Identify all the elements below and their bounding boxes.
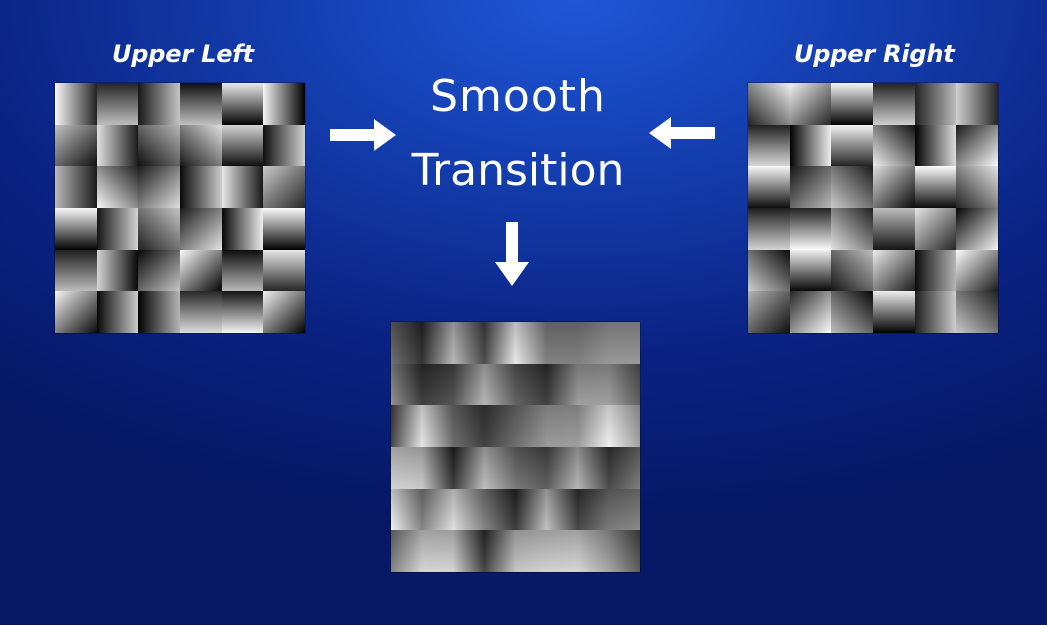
noise-tile <box>748 83 790 125</box>
noise-tile <box>914 249 957 292</box>
noise-tile <box>748 166 790 208</box>
noise-tile <box>831 124 873 167</box>
noise-tile <box>914 208 957 250</box>
noise-tile <box>263 83 305 125</box>
noise-tile <box>789 291 832 333</box>
noise-tile <box>96 83 139 125</box>
noise-tile <box>221 249 264 292</box>
noise-tile <box>914 83 957 125</box>
noise-tile <box>221 124 264 167</box>
noise-tile <box>180 166 222 208</box>
noise-tile <box>914 124 957 167</box>
noise-tile <box>873 166 915 208</box>
noise-tile <box>873 291 915 333</box>
noise-tile <box>873 208 915 250</box>
noise-tile <box>180 291 222 333</box>
noise-tile <box>55 291 97 333</box>
noise-tile <box>263 249 305 292</box>
smooth-stripe <box>391 447 640 489</box>
noise-tile <box>138 124 180 167</box>
noise-tile <box>55 249 97 292</box>
smooth-stripe <box>391 363 640 406</box>
smooth-stripe <box>391 322 640 364</box>
noise-tile <box>956 291 998 333</box>
noise-tile <box>873 124 915 167</box>
noise-tile <box>831 83 873 125</box>
upper-right-label: Upper Right <box>794 40 955 68</box>
noise-tile <box>748 124 790 167</box>
noise-tile <box>748 208 790 250</box>
noise-tile <box>263 124 305 167</box>
noise-tile <box>748 291 790 333</box>
noise-tile <box>138 166 180 208</box>
noise-tile <box>831 291 873 333</box>
noise-tile <box>96 124 139 167</box>
arrow-left-icon <box>649 117 715 149</box>
upper-right-noise-image <box>748 83 998 333</box>
upper-left-noise-image <box>55 83 305 333</box>
noise-tile <box>956 208 998 250</box>
noise-tile <box>956 166 998 208</box>
noise-tile <box>138 208 180 250</box>
noise-tile <box>831 208 873 250</box>
noise-tile <box>789 124 832 167</box>
noise-tile <box>55 124 97 167</box>
title-transition: Transition <box>411 145 625 196</box>
noise-tile <box>263 291 305 333</box>
noise-tile <box>180 83 222 125</box>
noise-tile <box>180 124 222 167</box>
noise-tile <box>96 291 139 333</box>
noise-tile <box>873 83 915 125</box>
smooth-stripe <box>391 488 640 531</box>
noise-tile <box>873 249 915 292</box>
noise-tile <box>138 83 180 125</box>
noise-tile <box>956 249 998 292</box>
noise-tile <box>55 208 97 250</box>
noise-tile <box>221 208 264 250</box>
noise-tile <box>831 249 873 292</box>
noise-tile <box>96 249 139 292</box>
noise-tile <box>138 291 180 333</box>
noise-tile <box>138 249 180 292</box>
noise-tile <box>96 208 139 250</box>
smooth-transition-result-image <box>391 322 640 573</box>
noise-tile <box>956 83 998 125</box>
noise-tile <box>263 166 305 208</box>
noise-tile <box>956 124 998 167</box>
noise-tile <box>789 249 832 292</box>
noise-tile <box>221 83 264 125</box>
noise-tile <box>221 291 264 333</box>
noise-tile <box>96 166 139 208</box>
noise-tile <box>221 166 264 208</box>
noise-tile <box>748 249 790 292</box>
smooth-stripe <box>391 405 640 448</box>
upper-left-label: Upper Left <box>112 40 254 68</box>
noise-tile <box>55 83 97 125</box>
title-smooth: Smooth <box>430 71 606 122</box>
noise-tile <box>180 249 222 292</box>
noise-tile <box>831 166 873 208</box>
smooth-stripe <box>391 530 640 573</box>
noise-tile <box>789 166 832 208</box>
arrow-down-icon <box>495 222 529 286</box>
noise-tile <box>789 208 832 250</box>
noise-tile <box>180 208 222 250</box>
noise-tile <box>914 166 957 208</box>
noise-tile <box>55 166 97 208</box>
noise-tile <box>789 83 832 125</box>
arrow-right-icon <box>330 119 396 151</box>
noise-tile <box>914 291 957 333</box>
noise-tile <box>263 208 305 250</box>
